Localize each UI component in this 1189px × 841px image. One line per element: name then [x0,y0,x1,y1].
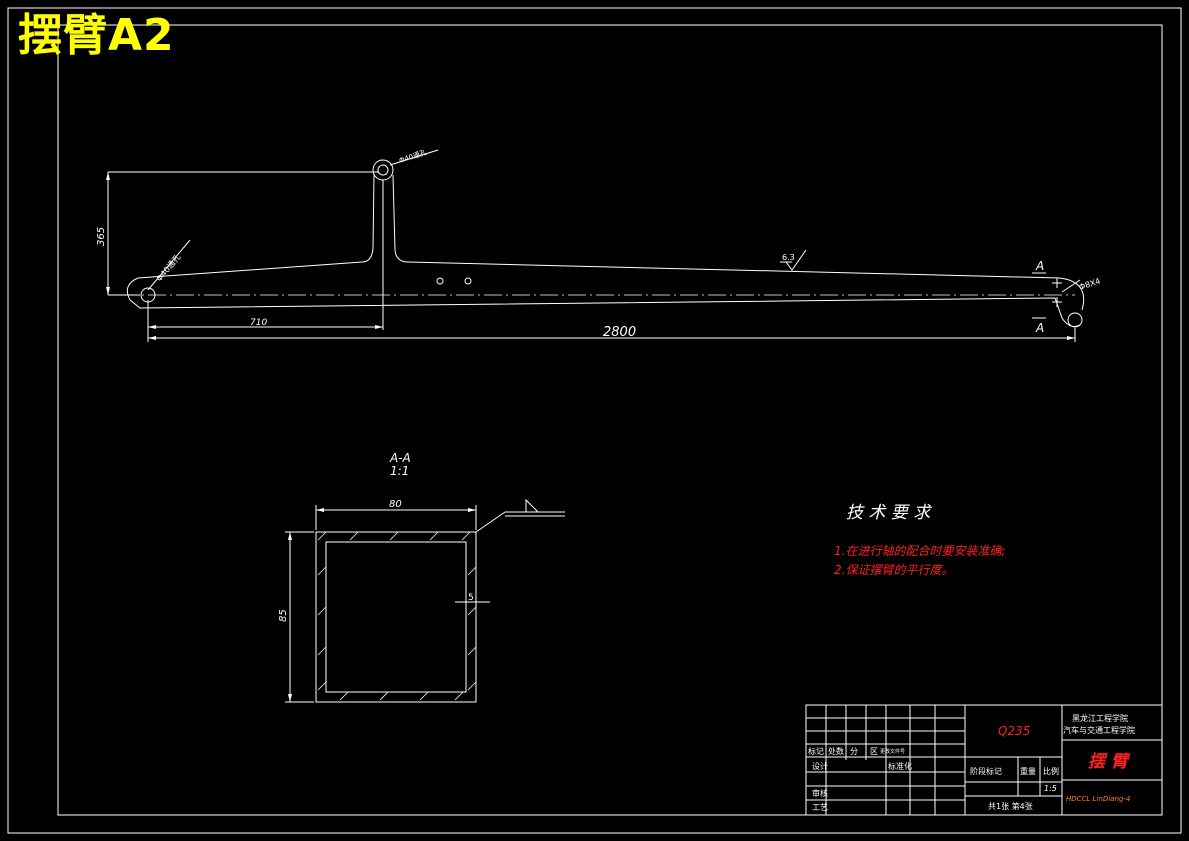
section-wall-label: 5 [468,593,474,603]
tech-notes: 技 术 要 求 1.在进行轴的配合时要安装准确; 2.保证摆臂的平行度。 [834,503,1006,577]
roughness-label: 6.3 [782,253,795,262]
tech-notes-heading: 技 术 要 求 [846,503,932,523]
school-line-2: 汽车与交通工程学院 [1063,725,1135,735]
stage-label: 阶段标记 [970,766,1002,776]
row-label-count: 处数 [828,746,844,756]
drawing-number: HDCCL LinDiang-4 [1066,795,1130,803]
section-width-label: 80 [389,499,402,510]
dim-length-label: 2800 [603,325,636,340]
section-view: A-A 1:1 80 85 5 [278,451,565,703]
title-block: 标记 处数 分 区 更改文件号 设计 标准化 审核 工艺 Q235 阶段标记 重… [805,704,1163,816]
sheet-count: 共1张 第4张 [988,801,1033,811]
ratio-label: 比例 [1043,766,1059,776]
review-label: 审核 [812,788,828,798]
school-line-1: 黑龙江工程学院 [1072,713,1128,723]
row-label-zone: 区 [870,747,878,756]
tech-note-2: 2.保证摆臂的平行度。 [834,563,953,577]
dim-height-label: 365 [96,227,107,246]
section-height-label: 85 [278,609,289,622]
section-mark-top: A [1035,259,1044,273]
dim-hole-left-label: Φ40通孔 [154,252,183,283]
row-label-change: 更改文件号 [880,748,905,755]
outer-border [7,7,1182,834]
main-view: 365 710 2800 Φ40通孔 Φ40通孔 Φ8X4 6.3 A A [96,148,1102,342]
standard-label: 标准化 [888,761,912,771]
inner-frame [57,24,1163,816]
part-name: 摆 臂 [1088,752,1131,772]
designer-label: 设计 [812,761,828,771]
dim-offset-label: 710 [250,318,267,328]
process-label: 工艺 [812,803,828,812]
sheet-title: 摆臂A2 [18,10,175,61]
weight-label: 重量 [1020,766,1036,776]
tech-note-1: 1.在进行轴的配合时要安装准确; [834,544,1006,558]
section-mark-bottom: A [1035,321,1044,335]
scale-value: 1:5 [1044,784,1057,793]
dim-hole-top-label: Φ40通孔 [398,148,428,165]
material-label: Q235 [998,724,1030,738]
dim-small-holes-label: Φ8X4 [1078,277,1102,292]
row-label-mark: 标记 [808,746,824,756]
section-scale: 1:1 [390,464,409,478]
row-label-div: 分 [850,747,858,756]
section-label: A-A [389,451,411,465]
